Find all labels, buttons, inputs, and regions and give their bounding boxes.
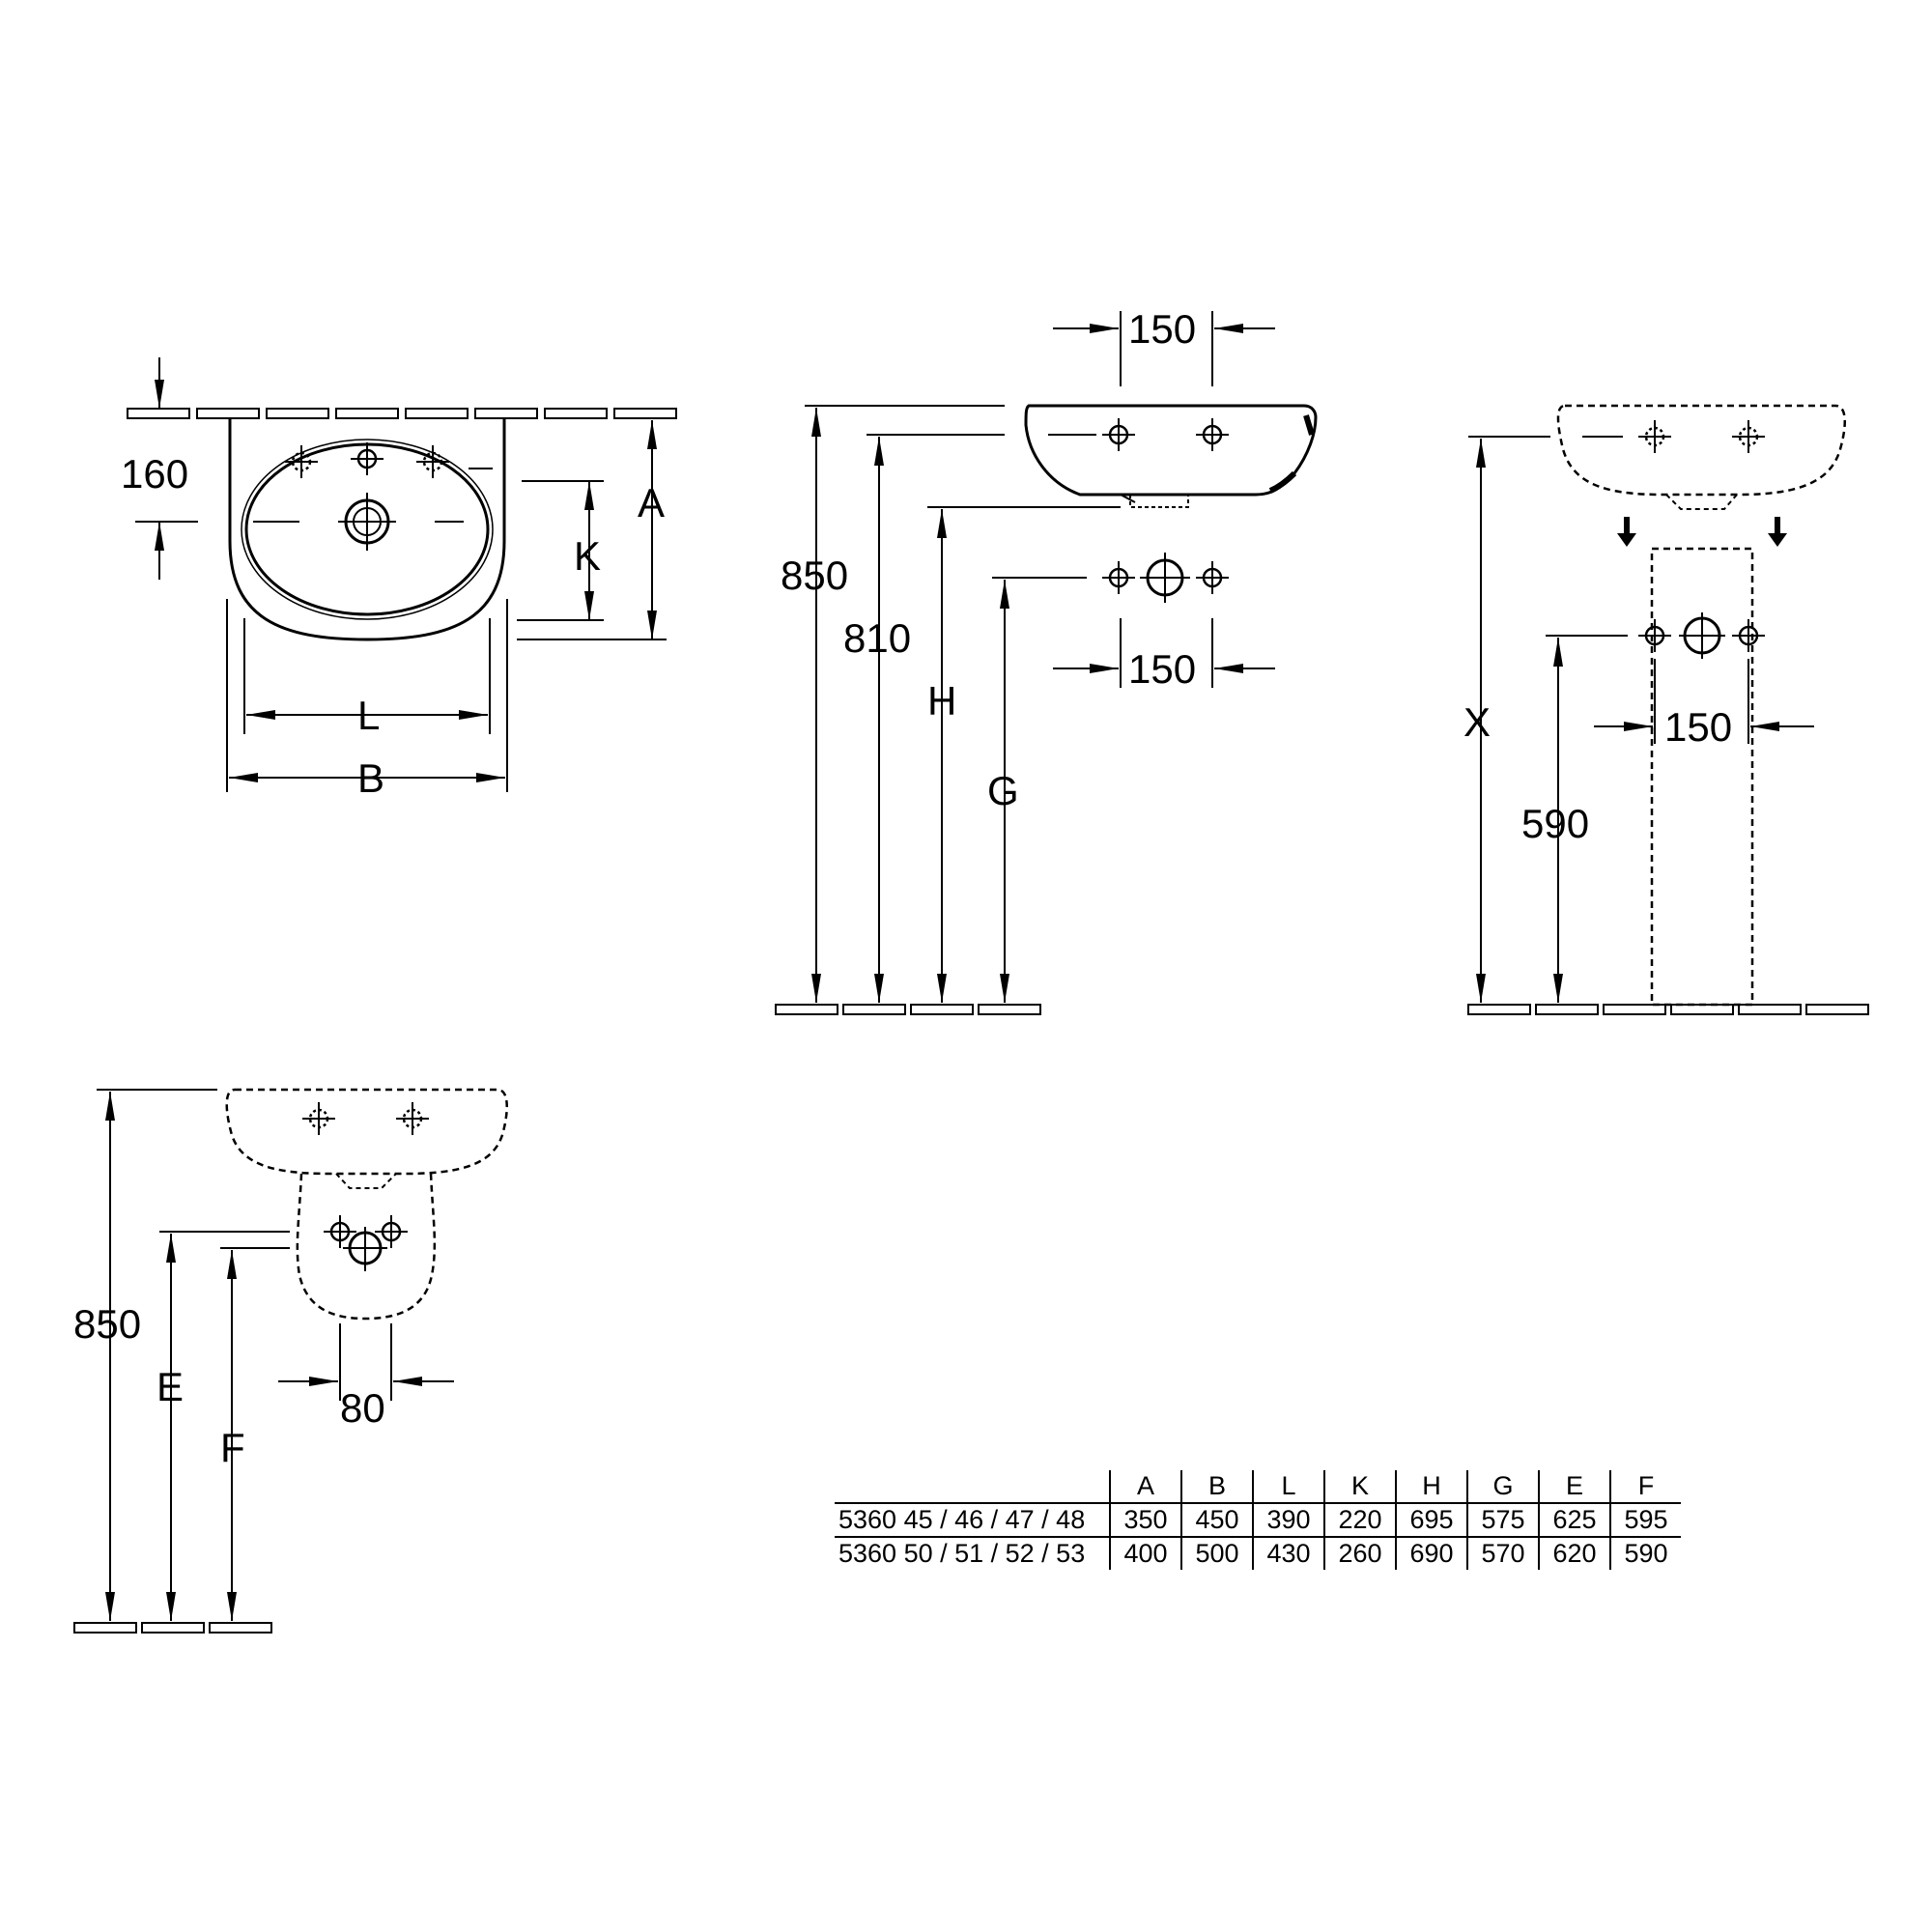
waste-height-label: G [987, 768, 1019, 813]
inner-height-label: 810 [843, 615, 911, 661]
semi-pedestal-view [73, 1088, 508, 1634]
tap-connection-icon [1100, 559, 1137, 596]
table-cell: 350 [1109, 1503, 1181, 1538]
basin-front-dashed [225, 1088, 508, 1176]
column-header: F [1609, 1470, 1681, 1504]
basin-outline [228, 418, 506, 641]
tap-hole-icon [1636, 418, 1673, 455]
tap-connection-icon [1636, 617, 1673, 654]
table-row: 5360 50 / 51 / 52 / 53 400 500 430 260 6… [835, 1537, 1681, 1570]
tap-hole-icon [1730, 418, 1767, 455]
column-header: K [1323, 1470, 1396, 1504]
pedestal-view [1467, 404, 1869, 1015]
side-view-labels: 150 150 850 810 H G [781, 306, 1196, 813]
tap-hole-icon [414, 443, 451, 480]
column-header: G [1466, 1470, 1539, 1504]
table-cell: 590 [1609, 1537, 1681, 1570]
table-header-row: A B L K H G E F [835, 1470, 1681, 1504]
tap-hole-icon [1194, 416, 1231, 453]
column-header: H [1395, 1470, 1467, 1504]
rim-height-label: 850 [781, 553, 848, 598]
table-cell: 570 [1466, 1537, 1539, 1570]
wall-line [127, 408, 677, 419]
table-cell: 500 [1180, 1537, 1253, 1570]
table-cell: 430 [1252, 1537, 1324, 1570]
table-cell: 220 [1323, 1503, 1396, 1538]
spec-table: A B L K H G E F 5360 45 / 46 / 47 / 48 3… [835, 1470, 1681, 1570]
spacing-80-label: 80 [340, 1385, 385, 1431]
column-header: A [1109, 1470, 1181, 1504]
pedestal-view-labels: X 590 150 [1463, 699, 1732, 846]
overall-width-dim-label: B [357, 755, 384, 801]
table-cell: 260 [1323, 1537, 1396, 1570]
tap-hole-icon [394, 1100, 431, 1137]
tap-spacing-top-label: 150 [1128, 306, 1196, 352]
semi-pedestal-view-labels: 850 E F 80 [73, 1301, 385, 1470]
tap-hole-icon [283, 443, 320, 480]
table-cell: 595 [1609, 1503, 1681, 1538]
tap-hole-icon [349, 440, 385, 477]
bowl-depth-dim-label: K [574, 533, 601, 579]
tap-hole-icon [300, 1100, 337, 1137]
table-cell: 450 [1180, 1503, 1253, 1538]
basin-front-dashed [1556, 404, 1846, 497]
table-cell: 625 [1538, 1503, 1610, 1538]
depth-dim-label: 160 [121, 451, 188, 497]
table-cell: 620 [1538, 1537, 1610, 1570]
table-row: 5360 45 / 46 / 47 / 48 350 450 390 220 6… [835, 1503, 1681, 1538]
table-cell: 400 [1109, 1537, 1181, 1570]
pedestal-waste-height-label: 590 [1521, 801, 1589, 846]
semi-rim-height-label: 850 [73, 1301, 141, 1347]
basin-side-outline [1024, 404, 1318, 497]
column-header: B [1180, 1470, 1253, 1504]
floor-line [1467, 1004, 1869, 1015]
tap-spacing-bottom-label: 150 [1128, 646, 1196, 692]
model-number: 5360 50 / 51 / 52 / 53 [838, 1539, 1086, 1568]
tap-connection-icon [1194, 559, 1231, 596]
install-arrow-icon [1617, 517, 1787, 547]
top-view-labels: 160 A K L B [121, 451, 665, 801]
basin-width-dim-label: L [357, 693, 380, 738]
overflow-height-label: H [927, 678, 956, 724]
pedestal-tap-spacing-label: 150 [1664, 704, 1732, 750]
table-cell: 390 [1252, 1503, 1324, 1538]
tap-hole-icon [1100, 416, 1137, 453]
table-corner [835, 1470, 1110, 1504]
floor-line [775, 1004, 1041, 1015]
height-f-label: F [220, 1425, 245, 1470]
table-cell: 690 [1395, 1537, 1467, 1570]
side-view [775, 311, 1318, 1015]
height-e-label: E [156, 1364, 184, 1409]
column-header: E [1538, 1470, 1610, 1504]
total-height-label: X [1463, 699, 1491, 745]
semi-pedestal-dashed [296, 1173, 437, 1321]
table-cell: 575 [1466, 1503, 1539, 1538]
projection-dim-label: A [638, 480, 665, 526]
column-header: L [1252, 1470, 1324, 1504]
top-view [127, 357, 677, 792]
floor-line [73, 1622, 272, 1634]
model-number: 5360 45 / 46 / 47 / 48 [835, 1503, 1110, 1538]
tap-connection-icon [1730, 617, 1767, 654]
table-cell: 695 [1395, 1503, 1467, 1538]
